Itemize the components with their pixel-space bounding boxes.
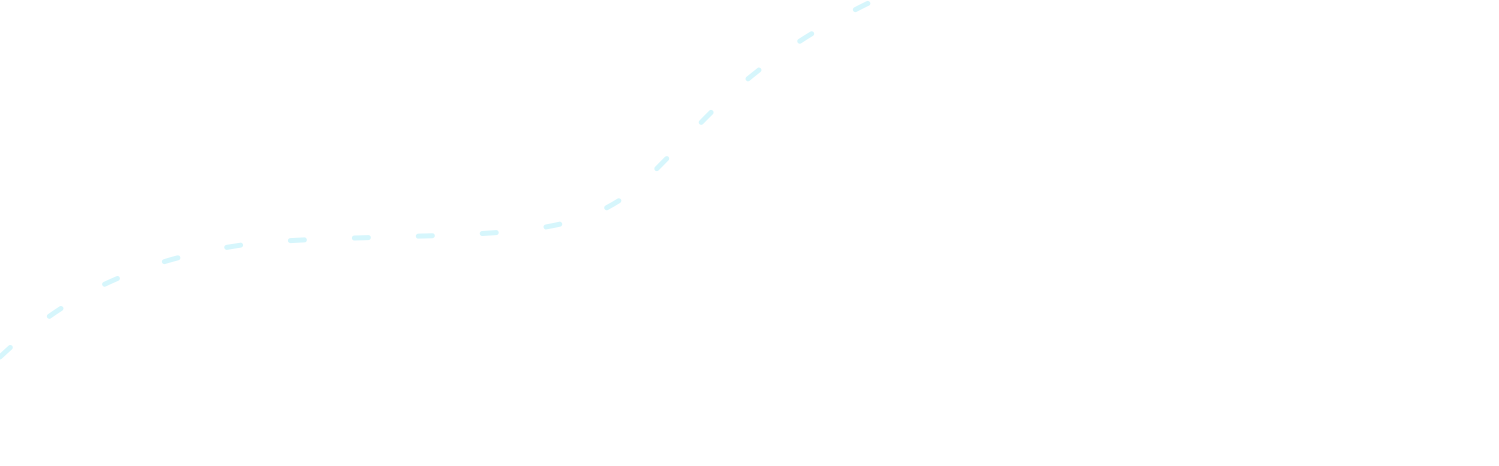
dashed-curve-path bbox=[0, 0, 878, 360]
